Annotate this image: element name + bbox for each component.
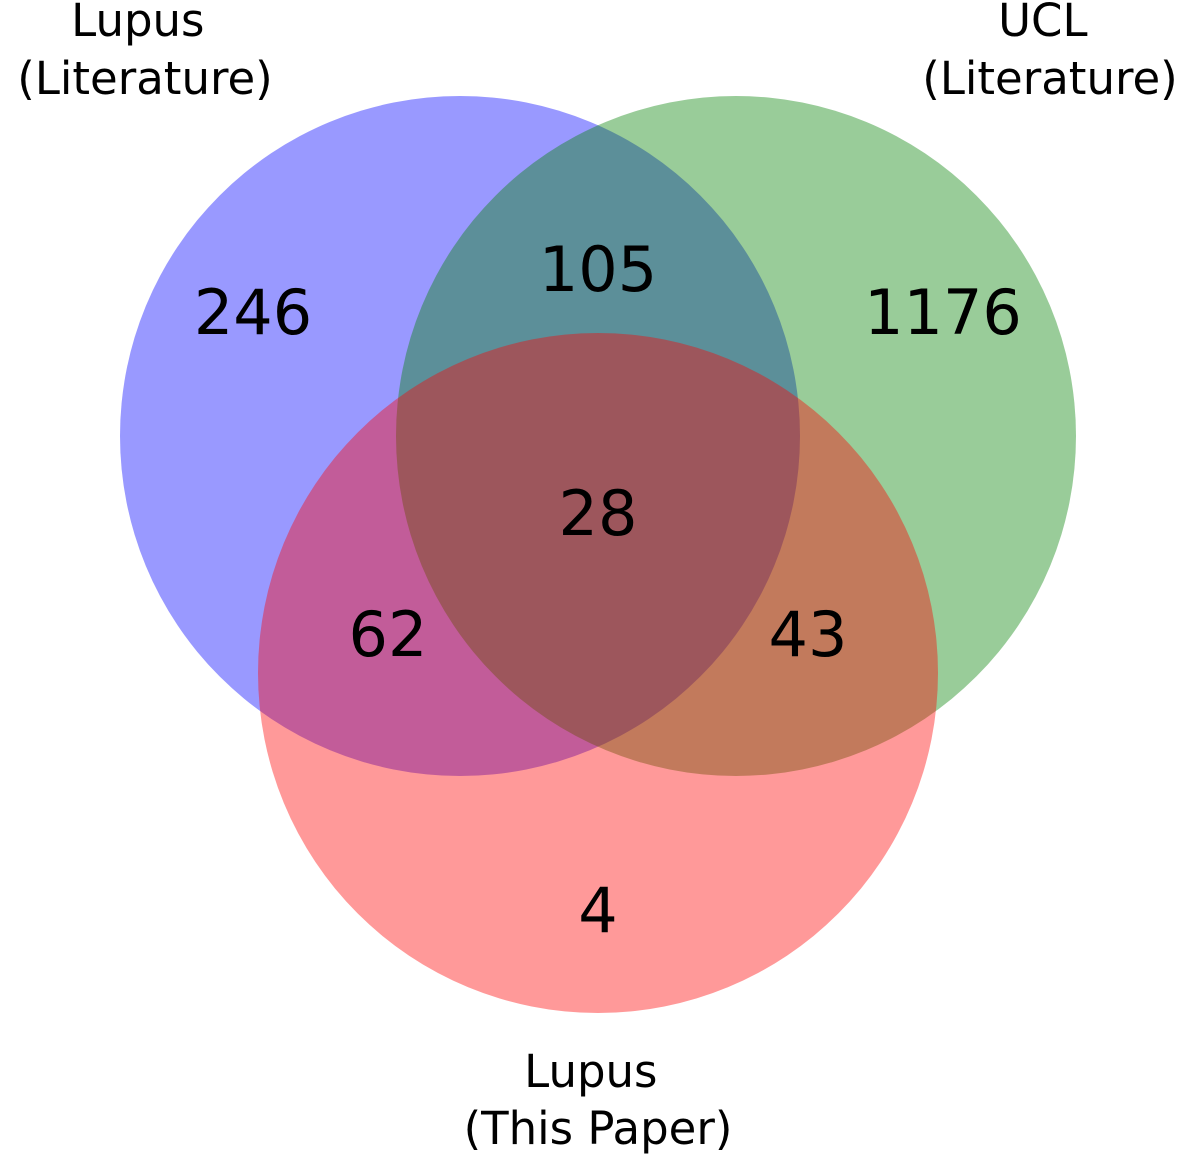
circle-ucl-literature <box>396 96 1076 776</box>
label-lupus-this-paper-line2: (This Paper) <box>464 1102 733 1155</box>
label-lupus-literature-line1: Lupus <box>71 0 204 47</box>
count-lupus-lit-and-ucl: 105 <box>539 233 657 306</box>
label-lupus-literature: Lupus (Literature) <box>17 0 272 105</box>
count-lupus-literature-only: 246 <box>194 276 312 349</box>
label-lupus-this-paper-line1: Lupus <box>524 1045 657 1098</box>
count-lupus-lit-and-this-paper: 62 <box>349 598 428 671</box>
label-ucl-literature: UCL (Literature) <box>922 0 1177 105</box>
count-ucl-and-this-paper: 43 <box>769 598 848 671</box>
circle-lupus-literature <box>120 96 800 776</box>
label-lupus-literature-line2: (Literature) <box>17 52 272 105</box>
count-all-three: 28 <box>559 477 638 550</box>
count-ucl-literature-only: 1176 <box>864 276 1022 349</box>
label-lupus-this-paper: Lupus (This Paper) <box>464 1045 733 1155</box>
circle-lupus-this-paper <box>258 333 938 1013</box>
label-ucl-literature-line1: UCL <box>998 0 1087 47</box>
label-ucl-literature-line2: (Literature) <box>922 52 1177 105</box>
count-lupus-this-paper-only: 4 <box>578 874 617 947</box>
